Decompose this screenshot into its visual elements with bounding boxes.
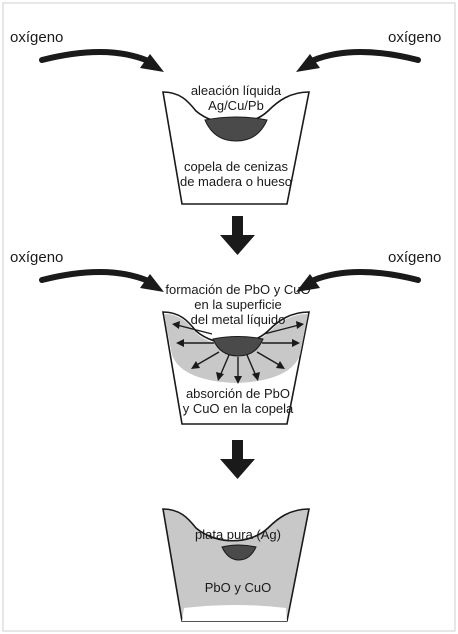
silver-button	[221, 544, 257, 561]
oxygen-label-left-2: oxígeno	[10, 249, 63, 266]
cupel-3-base-highlight	[182, 605, 287, 621]
diffusion-arrow	[191, 351, 220, 369]
liquid-metal	[212, 336, 264, 357]
diffusion-arrow	[234, 357, 242, 384]
formation-label-line-3: del metal líquido	[191, 312, 286, 327]
diffusion-arrows	[172, 321, 304, 384]
oxides-label: PbO y CuO	[205, 580, 271, 595]
diffusion-arrow	[256, 351, 285, 369]
stage-3: plata pura (Ag) PbO y CuO	[162, 508, 310, 622]
oxygen-label-right-2: oxígeno	[388, 249, 441, 266]
cupel-3	[162, 508, 310, 622]
diffusion-arrow	[246, 354, 260, 381]
oxygen-arrow-left-2	[39, 269, 164, 292]
down-arrow-2	[220, 440, 255, 479]
diffusion-arrow	[216, 354, 230, 381]
oxygen-arrow-right-2	[296, 269, 421, 292]
oxygen-arrow-right-1	[296, 49, 421, 72]
alloy-label-line-2: Ag/Cu/Pb	[208, 98, 264, 113]
diffusion-arrow	[263, 321, 304, 335]
cupel-label-line-2: de madera o hueso	[180, 174, 292, 189]
absorption-label-line-2: y CuO en la copela	[183, 401, 294, 416]
oxygen-label-left-1: oxígeno	[10, 29, 63, 46]
formation-label-line-2: en la superficie	[194, 297, 281, 312]
diffusion-arrow	[262, 339, 300, 347]
stage-2: oxígeno oxígeno formación de PbO y CuO e…	[10, 249, 441, 425]
formation-label-line-1: formación de PbO y CuO	[165, 282, 310, 297]
diffusion-arrow	[172, 321, 213, 335]
diffusion-arrow	[176, 339, 214, 347]
absorption-label-line-1: absorción de PbO	[186, 386, 290, 401]
alloy-label-line-1: aleación líquida	[191, 83, 282, 98]
stage-1: oxígeno oxígeno aleación líquida Ag/Cu/P…	[10, 29, 441, 205]
oxygen-arrow-left-1	[39, 49, 164, 72]
down-arrow-1	[220, 216, 255, 255]
liquid-alloy	[204, 116, 268, 142]
cupel-label-line-1: copela de cenizas	[184, 159, 289, 174]
oxygen-label-right-1: oxígeno	[388, 29, 441, 46]
silver-label: plata pura (Ag)	[195, 527, 281, 542]
